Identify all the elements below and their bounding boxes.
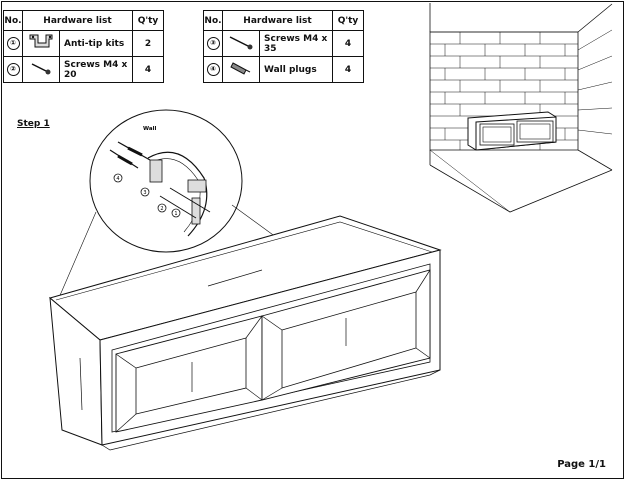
- wall-label: Wall: [143, 126, 156, 132]
- item-name: Screws M4 x 20: [59, 56, 133, 83]
- detail-magnifier: [57, 109, 281, 301]
- page-number: Page 1/1: [557, 459, 606, 470]
- sideboard-illustration: [48, 215, 442, 451]
- hardware-table-1: No. Hardware list Q'ty ① Anti-tip kits 2…: [3, 10, 164, 83]
- item-qty: 2: [132, 30, 164, 57]
- table-row: ① Anti-tip kits 2: [3, 30, 164, 57]
- wall-plug-icon: [222, 56, 260, 83]
- item-number: ③: [203, 30, 223, 57]
- callout-label: 1: [174, 211, 177, 217]
- table-row: ② Screws M4 x 20 4: [3, 56, 164, 83]
- item-qty: 4: [332, 56, 364, 83]
- table-row: ④ Wall plugs 4: [203, 56, 364, 83]
- callout-label: 2: [160, 206, 163, 212]
- callout-label: 3: [143, 190, 146, 196]
- item-qty: 4: [132, 56, 164, 83]
- item-number: ②: [3, 56, 23, 83]
- room-illustration: [429, 3, 613, 213]
- hardware-table-2: No. Hardware list Q'ty ③ Screws M4 x 35 …: [203, 10, 364, 83]
- callout-label: 4: [116, 176, 119, 182]
- table-header-row: No. Hardware list Q'ty: [203, 10, 364, 31]
- item-name: Anti-tip kits: [59, 30, 133, 57]
- item-number: ④: [203, 56, 223, 83]
- item-name: Wall plugs: [259, 56, 333, 83]
- step-label: Step 1: [17, 119, 50, 129]
- screw-icon: [22, 56, 60, 83]
